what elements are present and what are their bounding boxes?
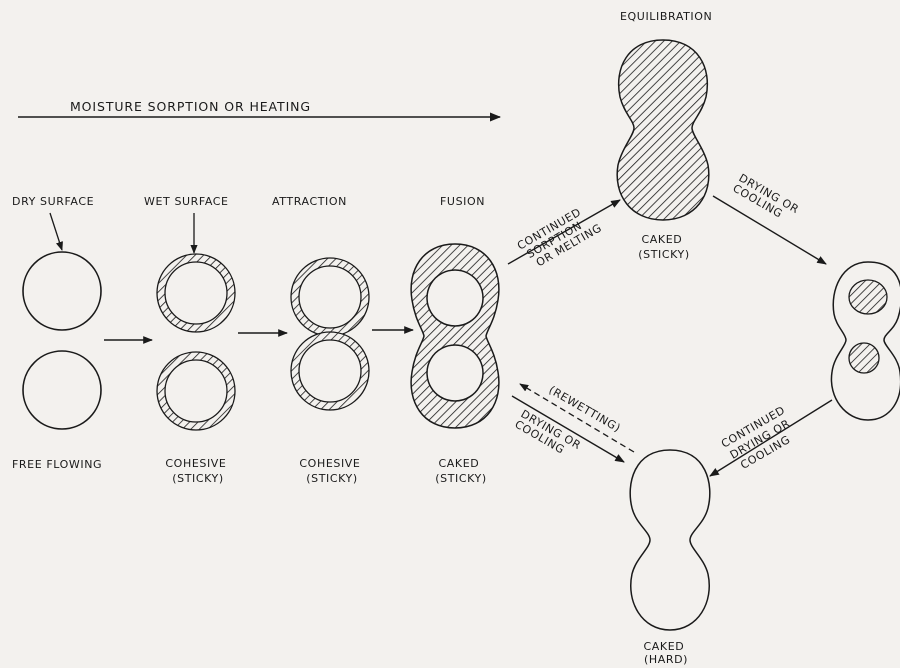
fusion-particle — [411, 244, 499, 428]
state-cohesive-2: COHESIVE (STICKY) — [299, 457, 364, 485]
dry-particle-bottom — [23, 351, 101, 429]
state-cohesive-1: COHESIVE (STICKY) — [165, 457, 230, 485]
stage-wet-surface: WET SURFACE — [144, 195, 229, 208]
wet-particle-top — [161, 258, 231, 328]
process-label: MOISTURE SORPTION OR HEATING — [70, 99, 311, 114]
attraction-particle-top — [295, 262, 365, 332]
attraction-particle-bottom — [295, 336, 365, 406]
state-free-flowing: FREE FLOWING — [12, 458, 102, 471]
right-particle-core-top — [849, 280, 887, 314]
wet-particle-top-outer — [157, 254, 235, 332]
hard-caked-particle — [630, 450, 710, 630]
continued-sorption-label: CONTINUED SORPTION OR MELTING — [515, 201, 604, 274]
right-particle-core-bottom — [849, 343, 879, 373]
equilibration-particle — [617, 40, 709, 220]
stage-fusion: FUSION — [440, 195, 485, 208]
continued-drying-label: CONTINUED DRYING OR COOLING — [719, 401, 805, 474]
stage-attraction: ATTRACTION — [272, 195, 347, 208]
attraction-particle-bottom-inner — [299, 340, 361, 402]
wet-particle-bottom-inner — [165, 360, 227, 422]
state-caked-hard: CAKED (HARD) — [644, 640, 689, 666]
attraction-particle-top-inner — [299, 266, 361, 328]
attraction-particle-top-outer — [291, 258, 369, 336]
drying-cooling-lower-label: DRYING OR COOLING — [513, 407, 587, 464]
stage-dry-surface: DRY SURFACE — [12, 195, 94, 208]
drying-cooling-right-label: DRYING OR COOLING — [731, 171, 805, 228]
state-caked-sticky-fusion: CAKED (STICKY) — [435, 457, 487, 485]
wet-particle-bottom — [161, 356, 231, 426]
stage-equilibration: EQUILIBRATION — [620, 10, 712, 23]
attraction-particle-bottom-outer — [291, 332, 369, 410]
dry-particle-top — [23, 252, 101, 330]
wet-particle-top-inner — [165, 262, 227, 324]
state-caked-sticky-equilibration: CAKED (STICKY) — [638, 233, 690, 261]
wet-particle-bottom-outer — [157, 352, 235, 430]
dry-pointer-arrow — [50, 213, 62, 250]
